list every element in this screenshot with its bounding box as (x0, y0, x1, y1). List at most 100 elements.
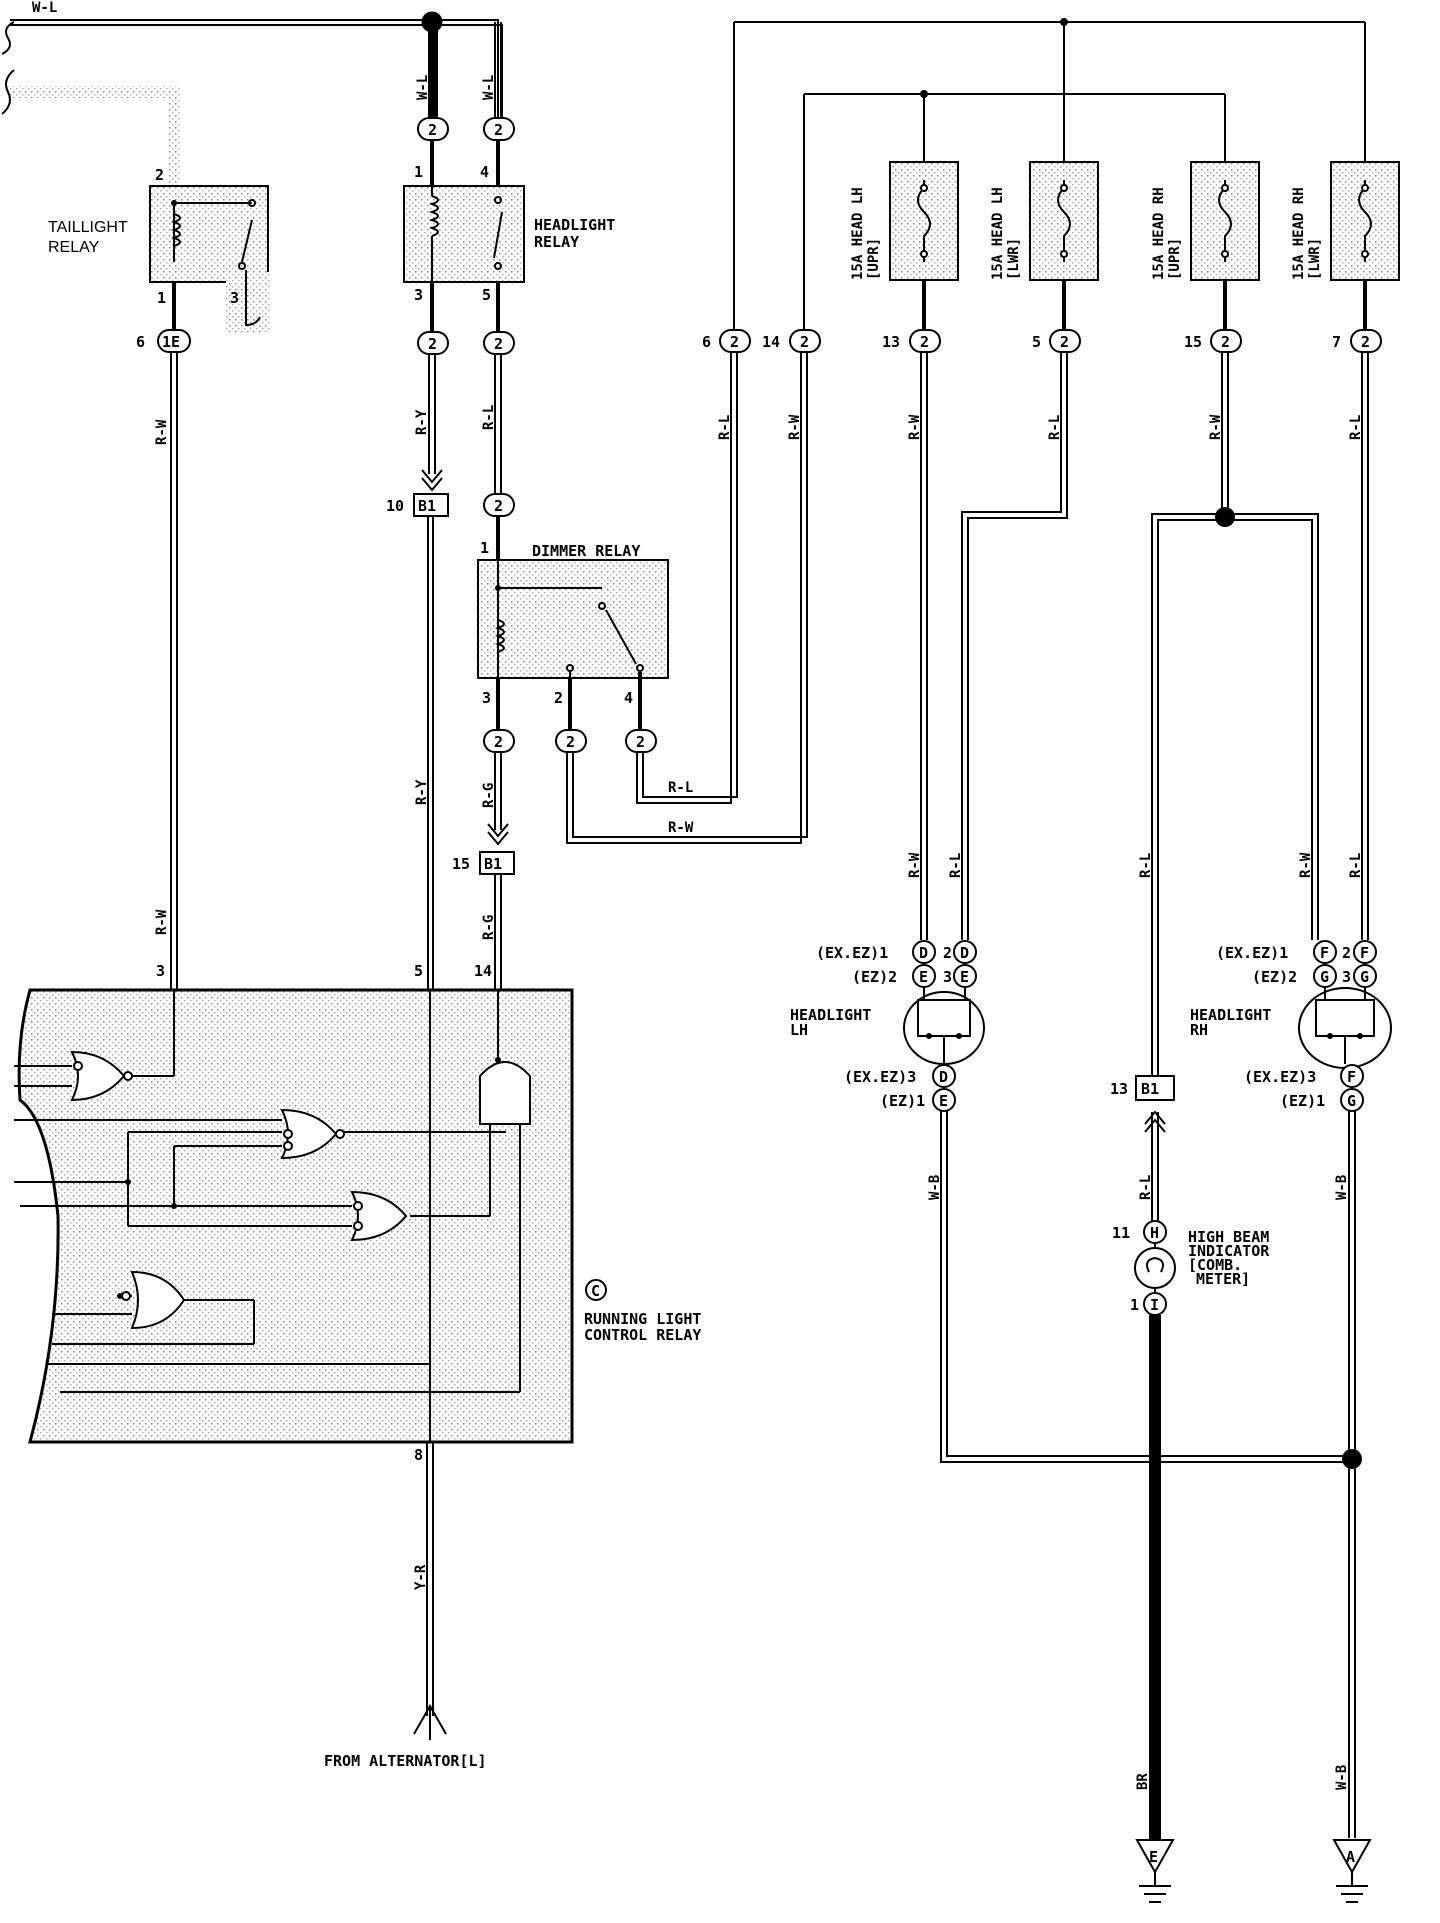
headlight-lh (903, 987, 985, 1065)
dimmer-legs (496, 672, 642, 730)
fuse3-label-2: [UPR] (1167, 238, 1183, 280)
svg-text:F: F (1347, 1068, 1356, 1086)
svg-text:B1: B1 (484, 855, 502, 873)
pin-h3: 3 (414, 286, 423, 304)
pin-h5: 5 (482, 286, 491, 304)
wire-label-wl-2: W-L (481, 75, 497, 100)
taillight-relay-label-1: TAILLIGHT (48, 219, 128, 236)
conn-hl-5: 2 (483, 331, 515, 355)
conn-hl-4: 2 (483, 117, 515, 141)
conn-dr-2: 2 (555, 729, 587, 753)
wire-label-wl-top: W-L (32, 0, 57, 16)
running-light-label-2: CONTROL RELAY (584, 1326, 701, 1344)
svg-text:2: 2 (494, 497, 503, 515)
svg-text:2: 2 (566, 733, 575, 751)
conn-7: 2 (1350, 329, 1382, 353)
fuse4-label-2: [LWR] (1307, 238, 1323, 280)
pin-r3: 3 (156, 962, 165, 980)
svg-text:G: G (1347, 1092, 1356, 1110)
pin-r14: 14 (474, 962, 492, 980)
wire-label-rw-tail2: R-W (154, 909, 170, 935)
wire-label-rw-rh: R-W (1298, 852, 1314, 878)
pin-p10: 10 (386, 497, 404, 515)
fuse-rh-lwr (1330, 161, 1400, 330)
svg-text:G: G (1320, 968, 1329, 986)
fuse2-label-2: [LWR] (1006, 238, 1022, 280)
headlight-rh (1298, 987, 1392, 1069)
high-beam-label-1: HIGH BEAM (1188, 1228, 1269, 1246)
pin-t3: 3 (230, 289, 239, 307)
junction-ground (1342, 1449, 1362, 1469)
high-beam-label-4: METER] (1196, 1270, 1250, 1288)
conn-b1-10: B1 (413, 493, 449, 517)
conn-hl-1: 2 (417, 117, 449, 141)
wire-label-rw-tail: R-W (154, 419, 170, 445)
wl-bus (1, 11, 443, 130)
wire-lh-feeds (920, 352, 1068, 940)
wire-label-ry-1: R-Y (414, 409, 430, 435)
wire-label-yr: Y-R (413, 1564, 429, 1590)
svg-text:2: 2 (920, 333, 929, 351)
wire-label-rl-lh: R-L (948, 853, 964, 878)
rh-row-4: (EZ)1 (1280, 1092, 1325, 1110)
running-light-relay (14, 988, 574, 1444)
pin-p6: 6 (702, 333, 711, 351)
pin-d1: 1 (480, 539, 489, 557)
svg-text:E: E (960, 968, 969, 986)
wire-label-rw-lh: R-W (907, 852, 923, 878)
wire-label-rw-15: R-W (1208, 414, 1224, 440)
fuse-lh-upr (889, 161, 959, 330)
from-alternator-label: FROM ALTERNATOR[L] (324, 1752, 487, 1770)
wire-rg (487, 752, 509, 990)
dimmer-relay-label: DIMMER RELAY (532, 542, 640, 560)
fuse1-label-1: 15A HEAD LH (850, 187, 866, 280)
wire-label-wb-bot: W-B (1334, 1765, 1350, 1790)
svg-text:2: 2 (730, 333, 739, 351)
lh-pins-bottom: D E (932, 1064, 956, 1112)
rh-pin-3: 3 (1342, 968, 1351, 986)
wire-rl-dimmer (636, 352, 738, 804)
wire-label-rl-7: R-L (1348, 415, 1364, 440)
conn-6: 2 (719, 329, 751, 353)
pin-p13b: 13 (1110, 1080, 1128, 1098)
pin-t6: 6 (136, 333, 145, 351)
pin-p1: 1 (1130, 1296, 1139, 1314)
wire-label-rw-14: R-W (787, 414, 803, 440)
svg-text:2: 2 (494, 121, 503, 139)
headlight-rh-label-1: HEADLIGHT (1190, 1006, 1271, 1024)
svg-text:F: F (1360, 944, 1369, 962)
pin-p5: 5 (1032, 333, 1041, 351)
hl-relay-wires (428, 22, 502, 332)
wire-label-rg-2: R-G (481, 915, 497, 940)
wire-label-rg-1: R-G (481, 783, 497, 808)
wire-rw-dimmer (566, 352, 808, 844)
wire-label-rw-dimmer: R-W (668, 820, 694, 836)
pin-p13: 13 (882, 333, 900, 351)
wire-label-wl-1: W-L (415, 75, 431, 100)
svg-text:1E: 1E (162, 333, 180, 351)
conn-14: 2 (789, 329, 821, 353)
svg-text:2: 2 (1221, 333, 1230, 351)
headlight-relay (403, 185, 525, 283)
svg-text:2: 2 (636, 733, 645, 751)
fuse1-label-2: [UPR] (866, 238, 882, 280)
wire-label-rl-rh: R-L (1348, 853, 1364, 878)
conn-dr-3: 2 (483, 729, 515, 753)
conn-1e: 1E (157, 329, 191, 353)
headlight-lh-label-1: HEADLIGHT (790, 1006, 871, 1024)
fuse-bus (733, 21, 1366, 330)
svg-text:H: H (1150, 1224, 1159, 1242)
high-beam-label-3: [COMB. (1188, 1256, 1242, 1274)
fuse-lh-lwr (1029, 161, 1099, 330)
lh-row-3: (EX.EZ)3 (844, 1068, 916, 1086)
rh-row-3: (EX.EZ)3 (1244, 1068, 1316, 1086)
svg-text:G: G (1360, 968, 1369, 986)
high-beam-label-2: INDICATOR (1188, 1242, 1270, 1260)
svg-text:A: A (1346, 1848, 1355, 1866)
svg-text:D: D (919, 944, 928, 962)
running-light-code: C (585, 1279, 607, 1301)
pin-d4: 4 (624, 689, 633, 707)
conn-dr-4: 2 (625, 729, 657, 753)
headlight-rh-label-2: RH (1190, 1021, 1208, 1039)
